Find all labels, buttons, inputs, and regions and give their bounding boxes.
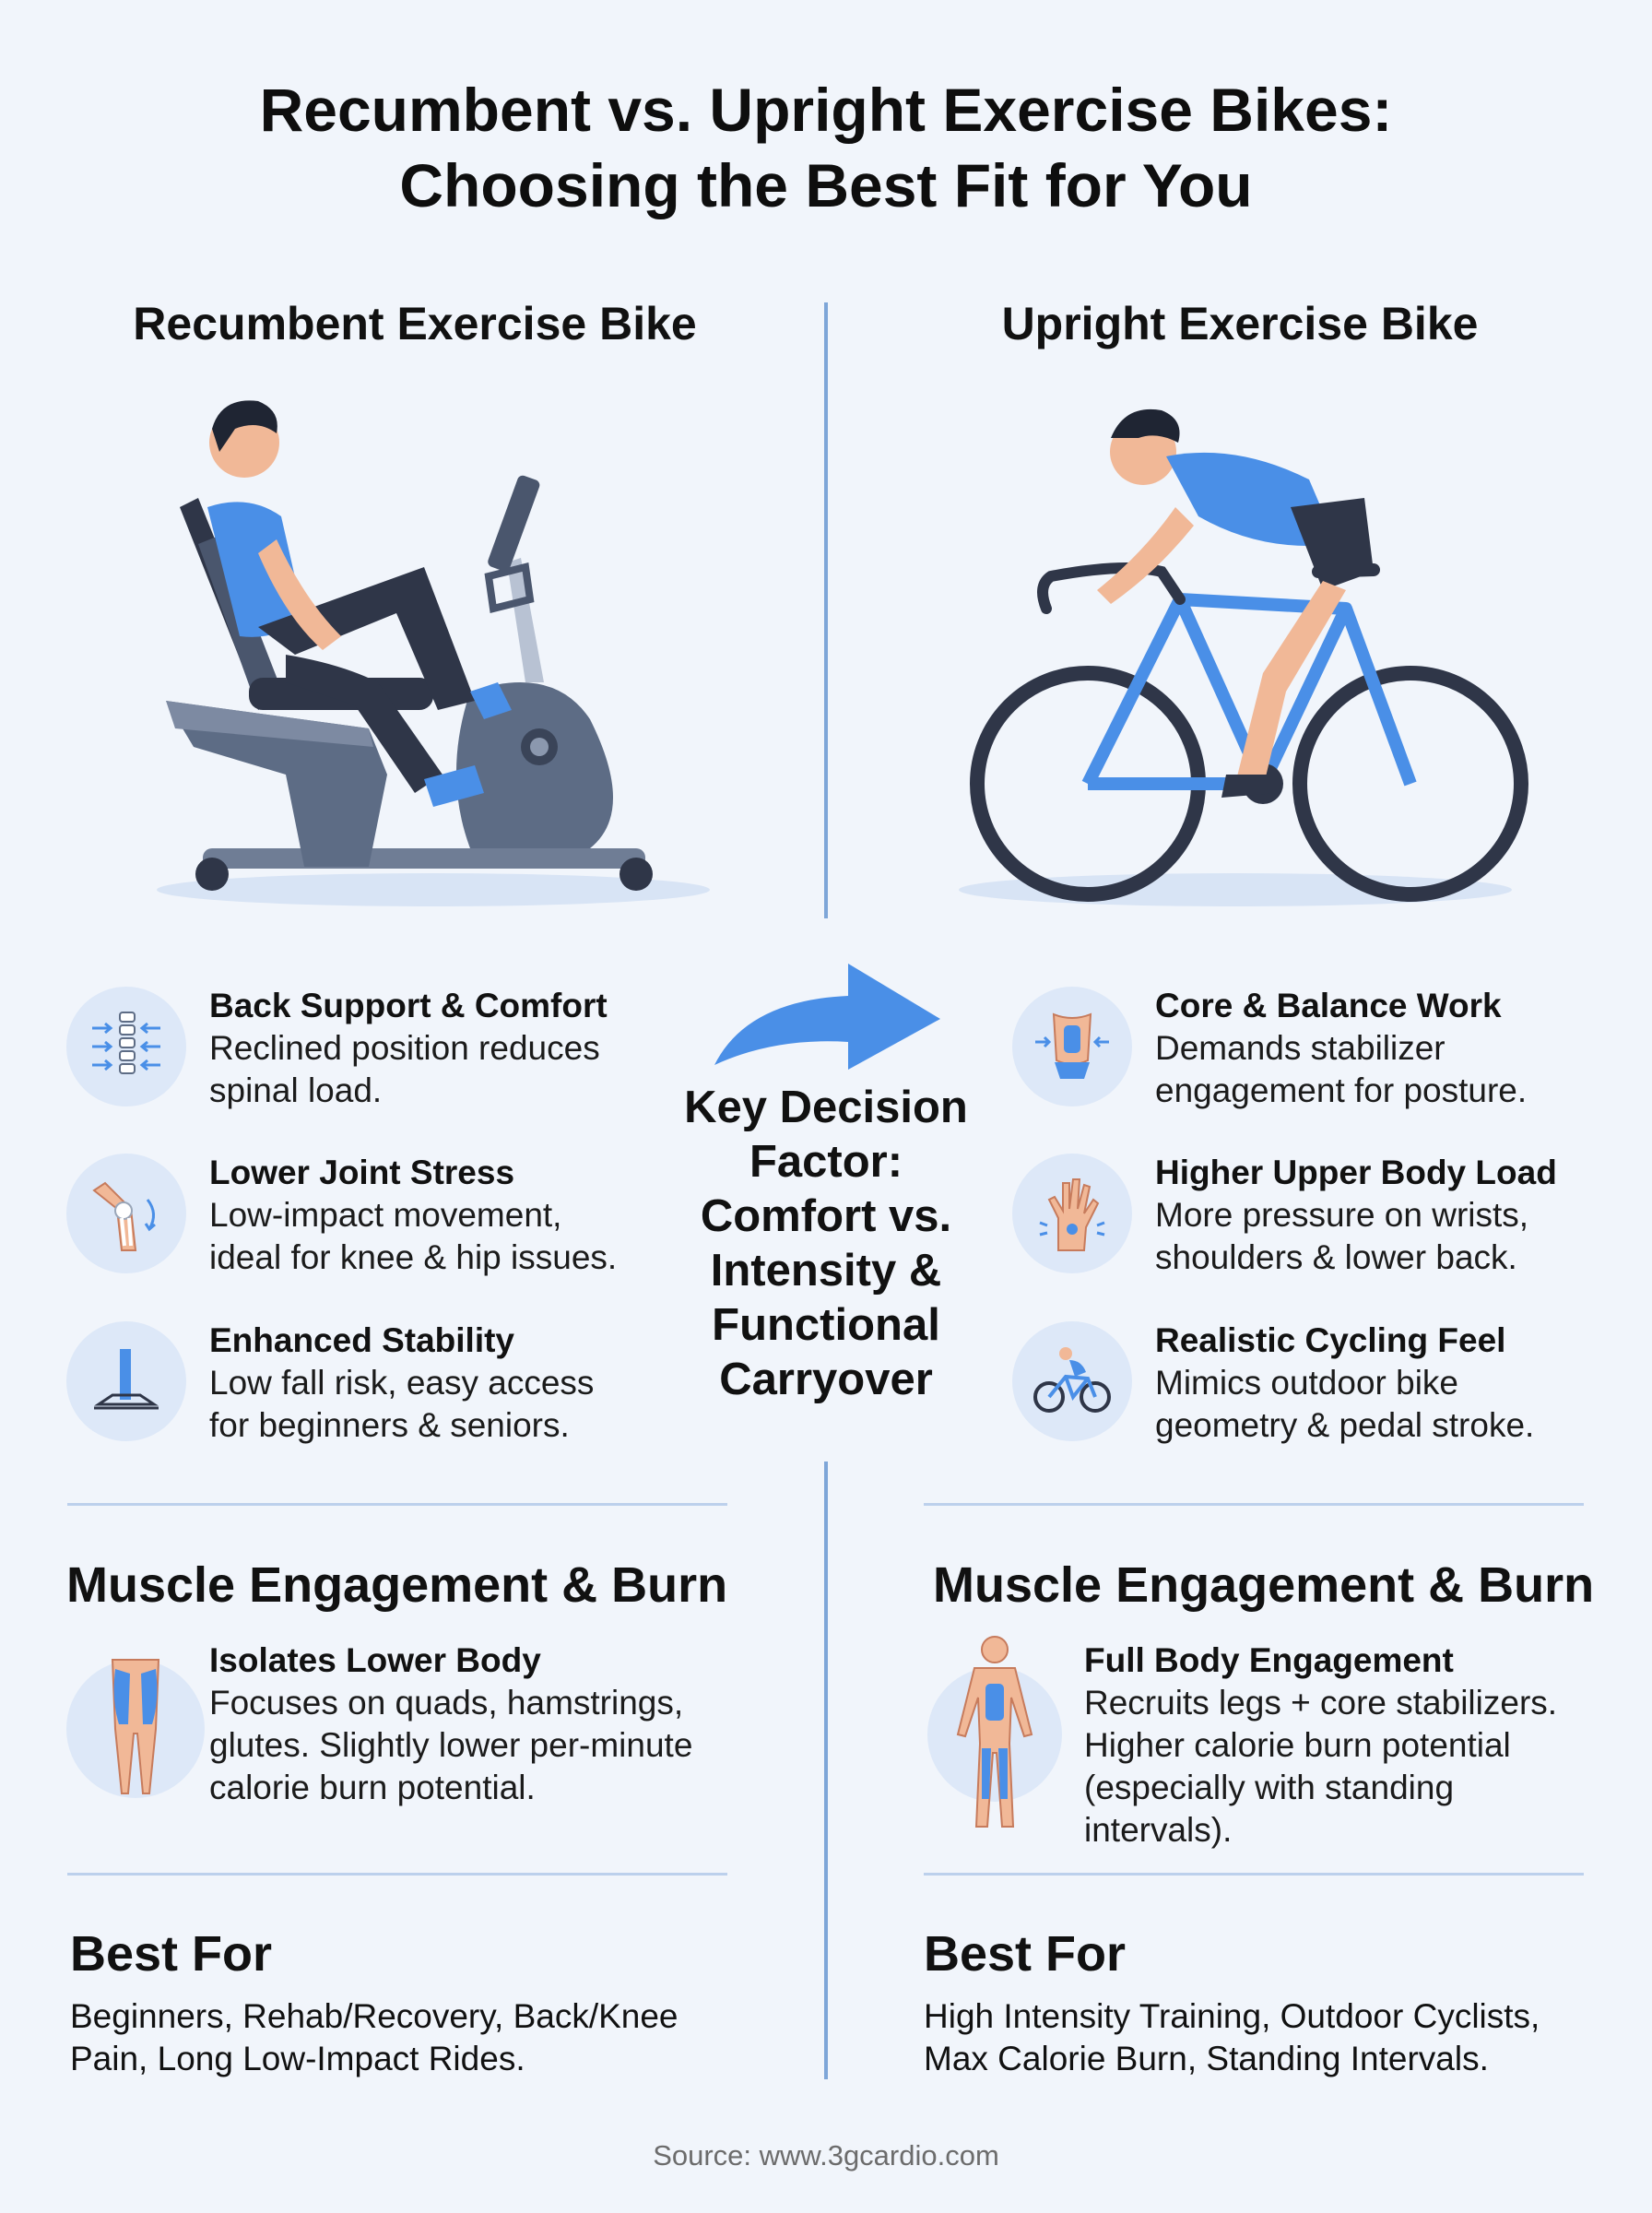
feature-desc-line-2: for beginners & seniors. (209, 1406, 570, 1444)
feature-title: Back Support & Comfort (209, 987, 608, 1024)
right-muscle-line: (especially with standing (1084, 1769, 1455, 1806)
feature-desc-line-2: ideal for knee & hip issues. (209, 1238, 618, 1276)
recumbent-bike-illustration (157, 400, 710, 906)
left-muscle-line: glutes. Slightly lower per-minute (209, 1726, 693, 1764)
feature-title: Realistic Cycling Feel (1155, 1321, 1506, 1359)
center-divider-top (824, 302, 828, 918)
left-best-for-heading: Best For (70, 1926, 273, 1982)
feature-desc-line-2: spinal load. (209, 1071, 383, 1109)
page-title: Recumbent vs. Upright Exercise Bikes: Ch… (0, 72, 1652, 223)
spine-icon (66, 987, 186, 1106)
feature-desc-line-1: Demands stabilizer (1155, 1029, 1446, 1067)
left-best-for-line: Pain, Long Low-Impact Rides. (70, 2040, 525, 2077)
center-line: Functional (712, 1300, 940, 1350)
right-muscle-line: Recruits legs + core stabilizers. (1084, 1684, 1558, 1722)
center-line: Intensity & (710, 1246, 942, 1296)
feature-desc-line-1: Reclined position reduces (209, 1029, 600, 1067)
wrist-hand-icon (1012, 1154, 1132, 1273)
recumbent-heading: Recumbent Exercise Bike (133, 298, 697, 349)
right-muscle-line: Higher calorie burn potential (1084, 1726, 1511, 1764)
feature-desc-line-1: More pressure on wrists, (1155, 1196, 1529, 1234)
feature-title: Lower Joint Stress (209, 1154, 515, 1191)
feature-desc-line-2: engagement for posture. (1155, 1071, 1528, 1109)
left-muscle-line: Focuses on quads, hamstrings, (209, 1684, 684, 1722)
feature-title: Enhanced Stability (209, 1321, 515, 1359)
curved-arrow-right-icon (714, 964, 940, 1070)
center-line: Factor: (749, 1137, 903, 1187)
feature-desc-line-1: Mimics outdoor bike (1155, 1364, 1459, 1402)
title-line-1: Recumbent vs. Upright Exercise Bikes: (259, 76, 1393, 144)
full-body-muscle-icon (927, 1636, 1062, 1828)
right-muscle-title: Full Body Engagement (1084, 1641, 1454, 1679)
left-muscle-heading: Muscle Engagement & Burn (66, 1557, 728, 1613)
left-best-for-line: Beginners, Rehab/Recovery, Back/Knee (70, 1997, 678, 2035)
center-line: Key Decision (684, 1083, 968, 1132)
legs-muscle-icon (66, 1659, 205, 1798)
source-credit: Source: www.3gcardio.com (653, 2139, 999, 2172)
left-divider-2 (67, 1873, 727, 1876)
right-best-for-line: High Intensity Training, Outdoor Cyclist… (924, 1997, 1540, 2035)
cyclist-icon (1012, 1321, 1132, 1441)
upright-bike-illustration (959, 408, 1528, 906)
right-divider-1 (924, 1503, 1584, 1506)
left-muscle-title: Isolates Lower Body (209, 1641, 541, 1679)
title-line-2: Choosing the Best Fit for You (399, 151, 1253, 219)
right-best-for-heading: Best For (924, 1926, 1127, 1982)
feature-desc-line-1: Low-impact movement, (209, 1196, 562, 1234)
center-divider-bottom (824, 1462, 828, 2079)
right-muscle-line: intervals). (1084, 1811, 1233, 1849)
core-abs-icon (1012, 987, 1132, 1106)
feature-title: Core & Balance Work (1155, 987, 1502, 1024)
stability-base-icon (66, 1321, 186, 1441)
key-decision-factor: Key Decision Factor: Comfort vs. Intensi… (664, 1081, 988, 1407)
left-muscle-line: calorie burn potential. (209, 1769, 536, 1806)
right-muscle-heading: Muscle Engagement & Burn (933, 1557, 1595, 1613)
feature-desc-line-2: shoulders & lower back. (1155, 1238, 1517, 1276)
left-divider-1 (67, 1503, 727, 1506)
feature-desc-line-2: geometry & pedal stroke. (1155, 1406, 1535, 1444)
center-line: Carryover (719, 1355, 933, 1404)
right-divider-2 (924, 1873, 1584, 1876)
upright-heading: Upright Exercise Bike (1001, 298, 1479, 349)
knee-joint-icon (66, 1154, 186, 1273)
right-best-for-line: Max Calorie Burn, Standing Intervals. (924, 2040, 1489, 2077)
center-line: Comfort vs. (700, 1191, 952, 1241)
feature-title: Higher Upper Body Load (1155, 1154, 1557, 1191)
feature-desc-line-1: Low fall risk, easy access (209, 1364, 595, 1402)
